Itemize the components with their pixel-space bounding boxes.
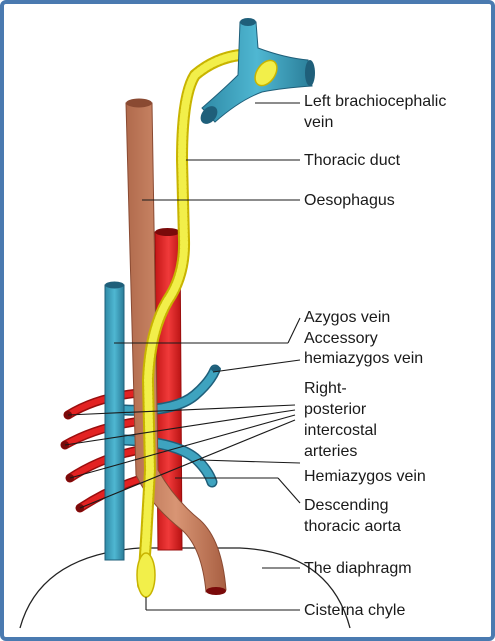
label-accessory-hemiazygos-vein: Accessory hemiazygos vein: [304, 330, 423, 367]
label-thoracic-duct: Thoracic duct: [304, 152, 401, 169]
leader-lines: [64, 102, 301, 611]
label-hemiazygos-vein: Hemiazygos vein: [304, 468, 426, 485]
thoracic-duct: [136, 48, 274, 598]
left-brachiocephalic-vein: [200, 18, 315, 124]
label-diaphragm: The diaphragm: [304, 560, 412, 577]
label-right-posterior-intercostal-arteries: Right- posterior intercostal arteries: [304, 380, 381, 460]
azygos-vein: [104, 281, 125, 561]
label-left-brachiocephalic-vein: Left brachiocephalic vein: [304, 93, 451, 131]
label-cisterna-chyle: Cisterna chyle: [304, 602, 405, 619]
label-descending-thoracic-aorta: Descending thoracic aorta: [304, 497, 401, 535]
label-oesophagus: Oesophagus: [304, 192, 395, 209]
diaphragm-outline: [19, 547, 351, 629]
label-azygos-vein: Azygos vein: [304, 309, 390, 326]
